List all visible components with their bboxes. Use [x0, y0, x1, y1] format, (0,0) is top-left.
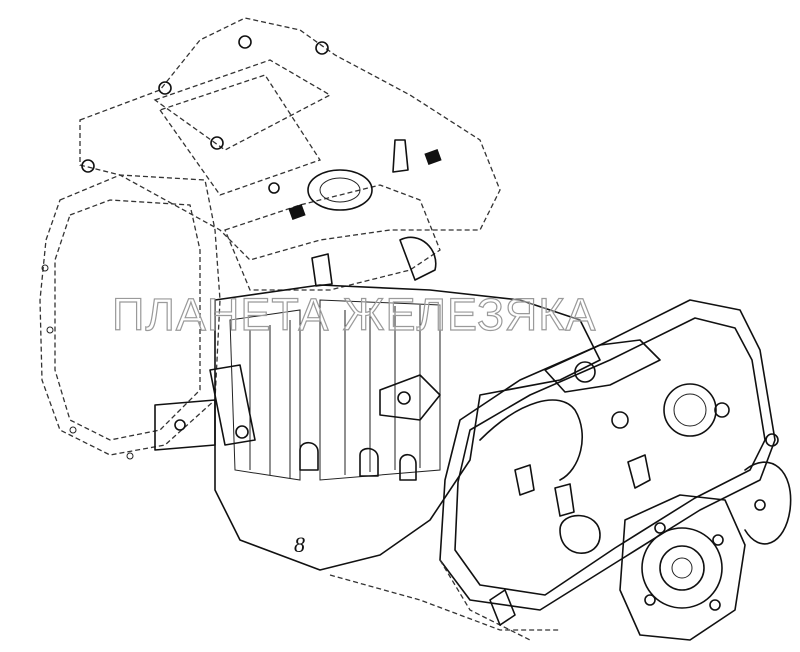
output-flange — [619, 433, 792, 641]
watermark-text: ПЛАНЕТА ЖЕЛЕЗЯКА — [111, 289, 597, 340]
gearbox-body — [154, 284, 601, 571]
bottom-pan — [329, 559, 560, 641]
shift-tower — [224, 139, 442, 291]
top-cover — [79, 17, 501, 261]
bell-housing — [39, 174, 221, 460]
rear-section — [439, 299, 776, 611]
callout-label: 8 — [294, 532, 305, 557]
